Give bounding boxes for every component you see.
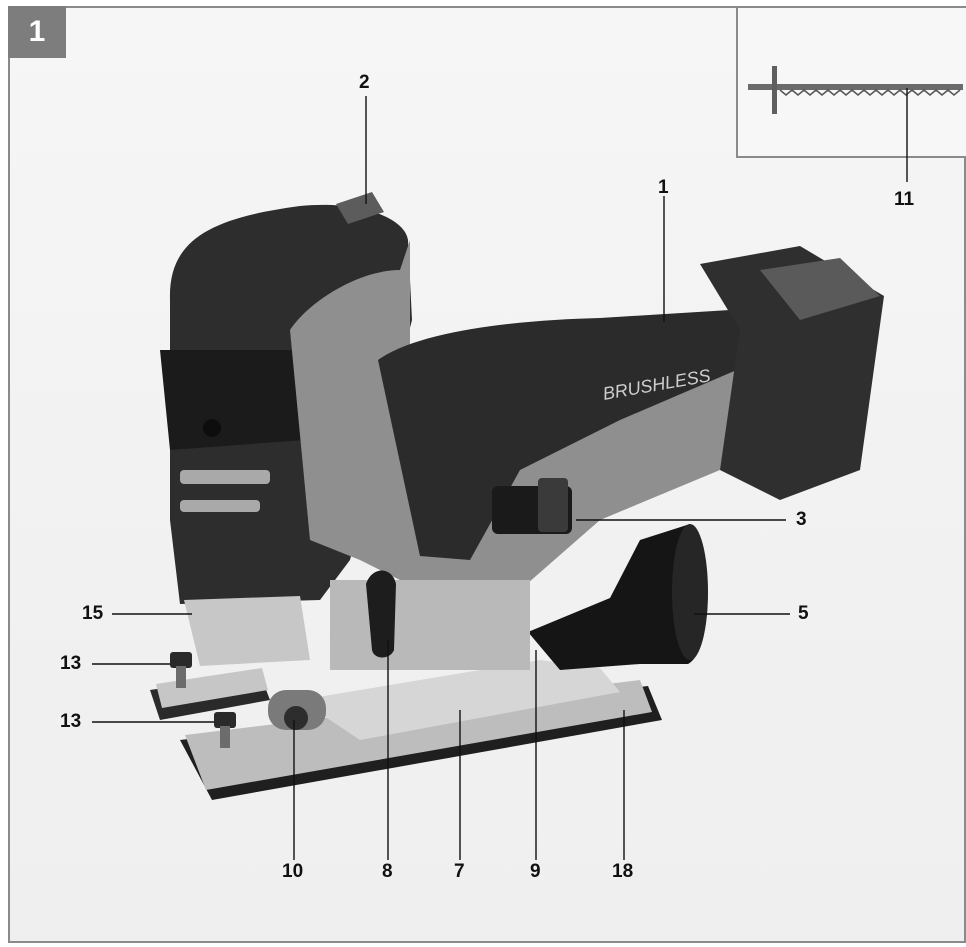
callout-1: 1	[658, 177, 669, 198]
callout-5: 5	[798, 603, 809, 624]
callout-2: 2	[359, 72, 370, 93]
callout-10: 10	[282, 861, 304, 882]
callout-13-rear: 13	[60, 653, 82, 674]
callout-15: 15	[82, 603, 104, 624]
base-plate-image	[150, 660, 662, 800]
callout-3: 3	[796, 509, 807, 530]
figure-number-badge: 1	[8, 6, 66, 58]
callout-13-front: 13	[60, 711, 82, 732]
leader-lines	[92, 88, 908, 860]
saw-blade-image	[748, 66, 963, 114]
callout-18: 18	[612, 861, 634, 882]
callout-9: 9	[530, 861, 541, 882]
figure-number: 1	[28, 15, 46, 48]
parallel-guide-screws-image	[170, 652, 236, 748]
handle-image: BRUSHLESS	[290, 240, 884, 600]
callout-11: 11	[894, 189, 915, 210]
top-indicator-image	[336, 192, 384, 224]
front-assembly-image	[184, 580, 530, 730]
dust-adapter-image	[528, 524, 708, 670]
callout-7: 7	[454, 861, 465, 882]
bevel-lever-image	[366, 570, 396, 658]
callout-8: 8	[382, 861, 393, 882]
